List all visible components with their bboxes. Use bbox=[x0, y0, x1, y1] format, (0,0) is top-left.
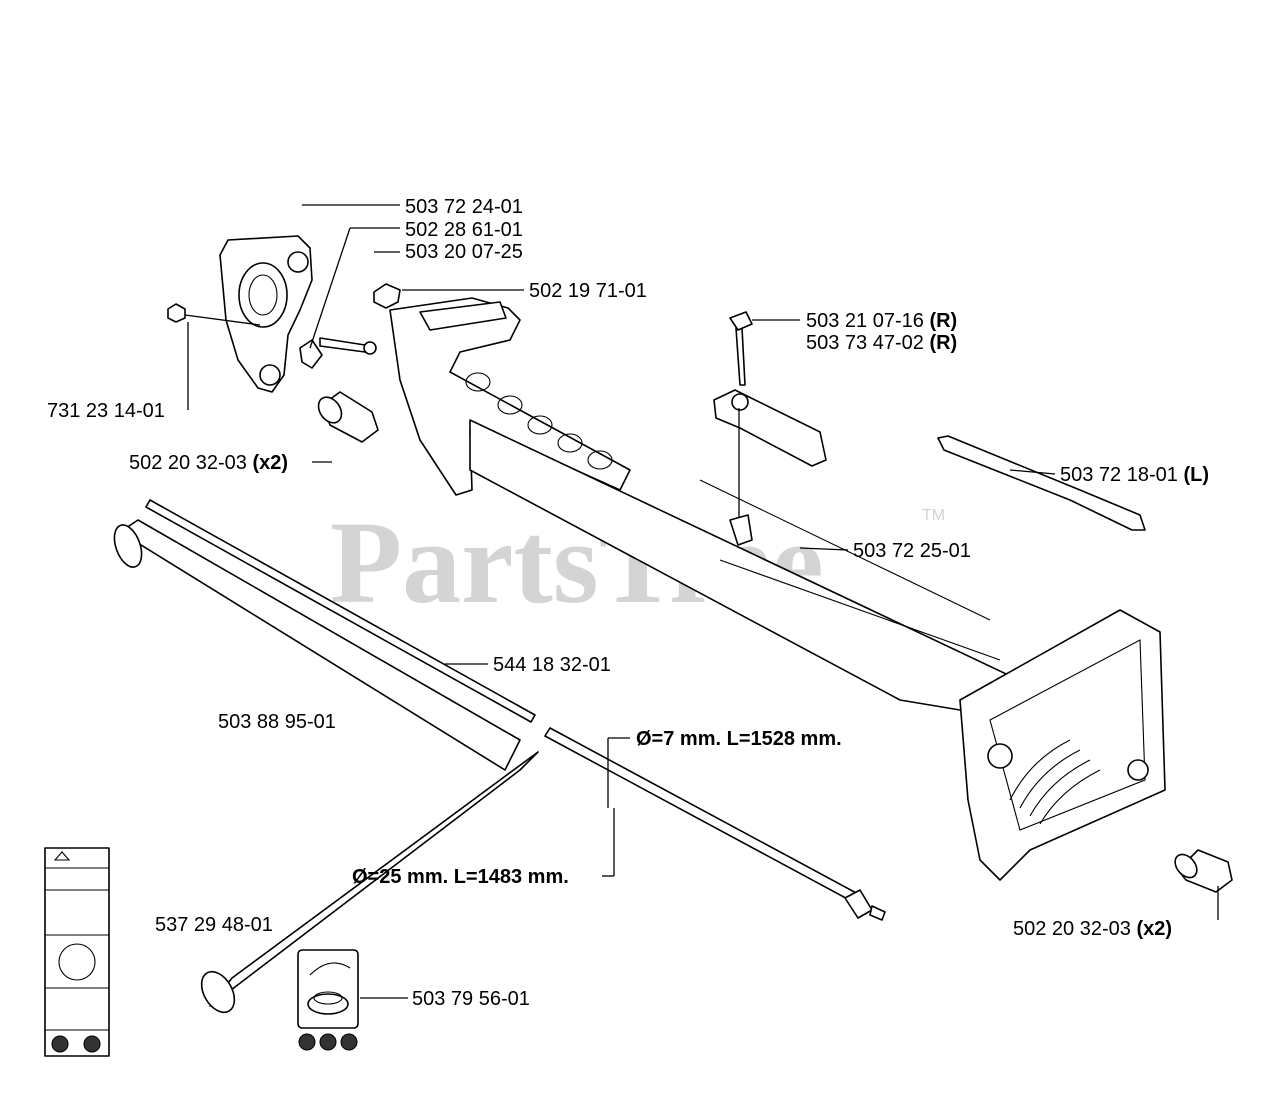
warning-label-sheet[interactable] bbox=[44, 847, 110, 1057]
shaft-housing[interactable] bbox=[389, 297, 1041, 721]
callout-shaft-dimensions: Ø=7 mm. L=1528 mm. bbox=[636, 728, 842, 750]
front-housing[interactable] bbox=[959, 609, 1166, 881]
callout-502-19-71-01: 502 19 71-01 bbox=[529, 280, 647, 302]
callout-503-73-47-02: 503 73 47-02 (R) bbox=[806, 332, 957, 354]
bracket-screw[interactable] bbox=[319, 337, 377, 355]
trimmer-head-package[interactable] bbox=[297, 949, 359, 1051]
callout-502-20-32-03-left: 502 20 32-03 (x2) bbox=[129, 452, 288, 474]
callout-503-20-07-25: 503 20 07-25 bbox=[405, 241, 523, 263]
callout-503-72-25-01: 503 72 25-01 bbox=[853, 540, 971, 562]
callout-503-88-95-01: 503 88 95-01 bbox=[218, 711, 336, 733]
clamp-screw[interactable] bbox=[729, 311, 753, 386]
callout-537-29-48-01: 537 29 48-01 bbox=[155, 914, 273, 936]
rubber-foot-left[interactable] bbox=[314, 391, 379, 443]
clamp-lug[interactable] bbox=[729, 514, 753, 546]
shaft-clamp[interactable] bbox=[713, 389, 827, 467]
leader-lines bbox=[187, 204, 1219, 999]
callout-503-21-07-16: 503 21 07-16 (R) bbox=[806, 310, 957, 332]
drive-shaft[interactable] bbox=[145, 499, 886, 921]
shaft-tube-lower[interactable] bbox=[195, 751, 539, 1018]
callout-503-72-24-01: 503 72 24-01 bbox=[405, 196, 523, 218]
callout-731-23-14-01: 731 23 14-01 bbox=[47, 400, 165, 422]
callout-tube-dimensions: Ø=25 mm. L=1483 mm. bbox=[352, 866, 569, 888]
callout-503-79-56-01: 503 79 56-01 bbox=[412, 988, 530, 1010]
callout-502-28-61-01: 502 28 61-01 bbox=[405, 219, 523, 241]
callout-544-18-32-01: 544 18 32-01 bbox=[493, 654, 611, 676]
housing-nut[interactable] bbox=[373, 283, 401, 309]
callout-502-20-32-03-right: 502 20 32-03 (x2) bbox=[1013, 918, 1172, 940]
callout-503-72-18-01: 503 72 18-01 (L) bbox=[1060, 464, 1209, 486]
bracket-clip[interactable] bbox=[299, 339, 323, 369]
rear-handle-bracket[interactable] bbox=[219, 235, 313, 393]
bracket-nut[interactable] bbox=[167, 303, 186, 323]
rubber-foot-right[interactable] bbox=[1171, 849, 1233, 893]
lever-left[interactable] bbox=[937, 435, 1146, 531]
watermark-tm: TM bbox=[922, 507, 945, 524]
shaft-tube[interactable] bbox=[109, 519, 521, 771]
